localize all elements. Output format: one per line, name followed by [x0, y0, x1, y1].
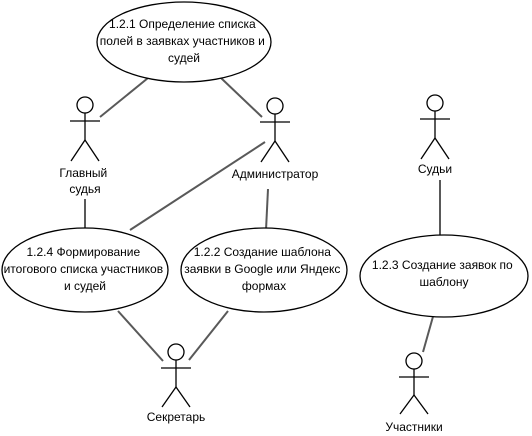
use-case-1-2-2-label: 1.2.2 Создание шаблона заявки в Google и… [184, 245, 344, 293]
actor-participants-figure [399, 352, 429, 415]
actor-head-judge-head [76, 96, 94, 114]
use-case-1-2-4-label: 1.2.4 Формирование итогового списка учас… [4, 245, 167, 293]
use-case-1-2-4-line-2: итогового списка участников [4, 262, 163, 276]
assoc-admin-uc122 [265, 188, 269, 231]
actor-secretary-leg-left [161, 386, 177, 408]
actor-secretary-leg-right [175, 386, 191, 408]
actor-participants-head [405, 352, 423, 370]
actor-participants[interactable]: Участники [385, 352, 443, 434]
actor-head-judge-label: Главный судья [59, 166, 110, 196]
actor-secretary-figure [161, 343, 191, 408]
use-case-1-2-1-shape [96, 1, 272, 83]
actor-participants-label: Участники [385, 420, 442, 434]
actor-secretary-line-1: Секретарь [147, 410, 206, 424]
use-case-1-2-4[interactable]: 1.2.4 Формирование итогового списка учас… [1, 227, 169, 313]
actor-admin-leg-left [260, 140, 276, 163]
actor-head-judge-line-2: судья [69, 182, 100, 196]
actor-admin-head [266, 97, 284, 115]
use-case-1-2-2[interactable]: 1.2.2 Создание шаблона заявки в Google и… [180, 227, 348, 313]
assoc-uc124-secretary [117, 310, 164, 362]
assoc-uc121-admin [220, 77, 263, 118]
use-case-1-2-3-label: 1.2.3 Создание заявок по шаблону [372, 258, 516, 289]
assoc-admin-uc124 [129, 141, 266, 231]
use-case-1-2-2-line-1: 1.2.2 Создание шаблона [194, 245, 332, 259]
use-case-1-2-3-shape [359, 234, 529, 318]
actor-judges[interactable]: Судьи [418, 94, 452, 176]
actor-admin-label: Администратор [232, 167, 319, 181]
use-case-1-2-3-line-1: 1.2.3 Создание заявок по [372, 258, 513, 272]
actor-secretary[interactable]: Секретарь [147, 343, 206, 424]
use-case-1-2-1-label: 1.2.1 Определение списка полей в заявках… [100, 17, 268, 65]
use-case-1-2-2-line-3: формах [242, 279, 286, 293]
actor-admin[interactable]: Администратор [232, 97, 319, 181]
actor-admin-leg-right [274, 140, 290, 163]
actor-secretary-label: Секретарь [147, 410, 206, 424]
actor-judges-figure [420, 94, 450, 160]
use-case-1-2-1[interactable]: 1.2.1 Определение списка полей в заявках… [96, 1, 272, 83]
use-case-1-2-3[interactable]: 1.2.3 Создание заявок по шаблону [359, 234, 529, 318]
assoc-uc123-participants [422, 312, 435, 353]
use-case-1-2-1-line-2: полей в заявках участников и [100, 34, 265, 48]
actor-participants-leg-right [413, 394, 429, 415]
actor-head-judge-line-1: Главный [59, 166, 107, 180]
actor-head-judge[interactable]: Главный судья [59, 96, 110, 196]
actor-secretary-head [167, 343, 185, 361]
actor-head-judge-leg-left [70, 139, 86, 162]
assoc-uc122-secretary [188, 310, 229, 361]
assoc-uc121-head-judge [99, 77, 149, 118]
use-case-1-2-4-line-1: 1.2.4 Формирование [26, 245, 140, 259]
actor-participants-leg-left [399, 394, 415, 415]
use-case-1-2-2-shape [180, 227, 348, 313]
actor-judges-leg-right [434, 137, 450, 160]
associations [84, 77, 441, 362]
use-case-1-2-3-line-2: шаблону [419, 275, 468, 289]
actor-judges-label: Судьи [418, 162, 452, 176]
use-case-1-2-1-line-1: 1.2.1 Определение списка [109, 17, 256, 31]
actor-head-judge-leg-right [84, 139, 100, 162]
actor-judges-leg-left [420, 137, 436, 160]
actor-admin-line-1: Администратор [232, 167, 319, 181]
actor-head-judge-figure [70, 96, 100, 162]
use-case-1-2-1-line-3: судей [168, 51, 200, 65]
actor-admin-figure [260, 97, 290, 163]
actor-participants-line-1: Участники [385, 420, 442, 434]
use-case-1-2-4-line-3: и судей [64, 279, 106, 293]
actor-judges-line-1: Судьи [418, 162, 452, 176]
use-case-1-2-4-shape [1, 227, 169, 313]
actor-judges-head [426, 94, 444, 112]
use-case-1-2-2-line-2: заявки в Google или Яндекс [184, 262, 340, 276]
